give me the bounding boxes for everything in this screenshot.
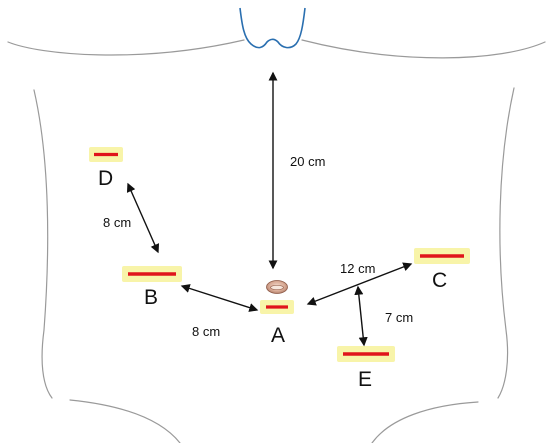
- hip-line-right: [371, 401, 479, 443]
- arrow-D-to-B: [126, 182, 160, 254]
- port-E: [337, 346, 395, 362]
- distance-label-A-to-C: 12 cm: [340, 261, 375, 276]
- torso-outline: [7, 39, 546, 443]
- neck-icon: [239, 7, 306, 49]
- distance-label-C-to-E: 7 cm: [385, 310, 413, 325]
- port-label-A: A: [271, 324, 285, 347]
- distance-label-neck-to-A: 20 cm: [290, 154, 325, 169]
- port-label-D: D: [98, 167, 113, 190]
- port-B: [122, 266, 182, 282]
- distance-label-B-to-A: 8 cm: [192, 324, 220, 339]
- port-label-B: B: [144, 286, 158, 309]
- port-C: [414, 248, 470, 264]
- arrow-C-to-E: [354, 285, 368, 347]
- umbilicus-icon: [266, 280, 288, 294]
- port-label-C: C: [432, 269, 447, 292]
- shoulder-line-left: [7, 39, 245, 56]
- port-label-E: E: [358, 368, 372, 391]
- port-A: [260, 300, 294, 314]
- shoulder-line-right: [301, 39, 546, 59]
- port-D: [89, 147, 123, 162]
- arrow-B-to-A: [180, 284, 259, 312]
- hip-line-left: [69, 399, 181, 443]
- torso-right-side: [497, 87, 515, 399]
- arrow-A-to-C: [306, 262, 413, 306]
- torso-left-side: [33, 89, 53, 399]
- distance-label-D-to-B: 8 cm: [103, 215, 131, 230]
